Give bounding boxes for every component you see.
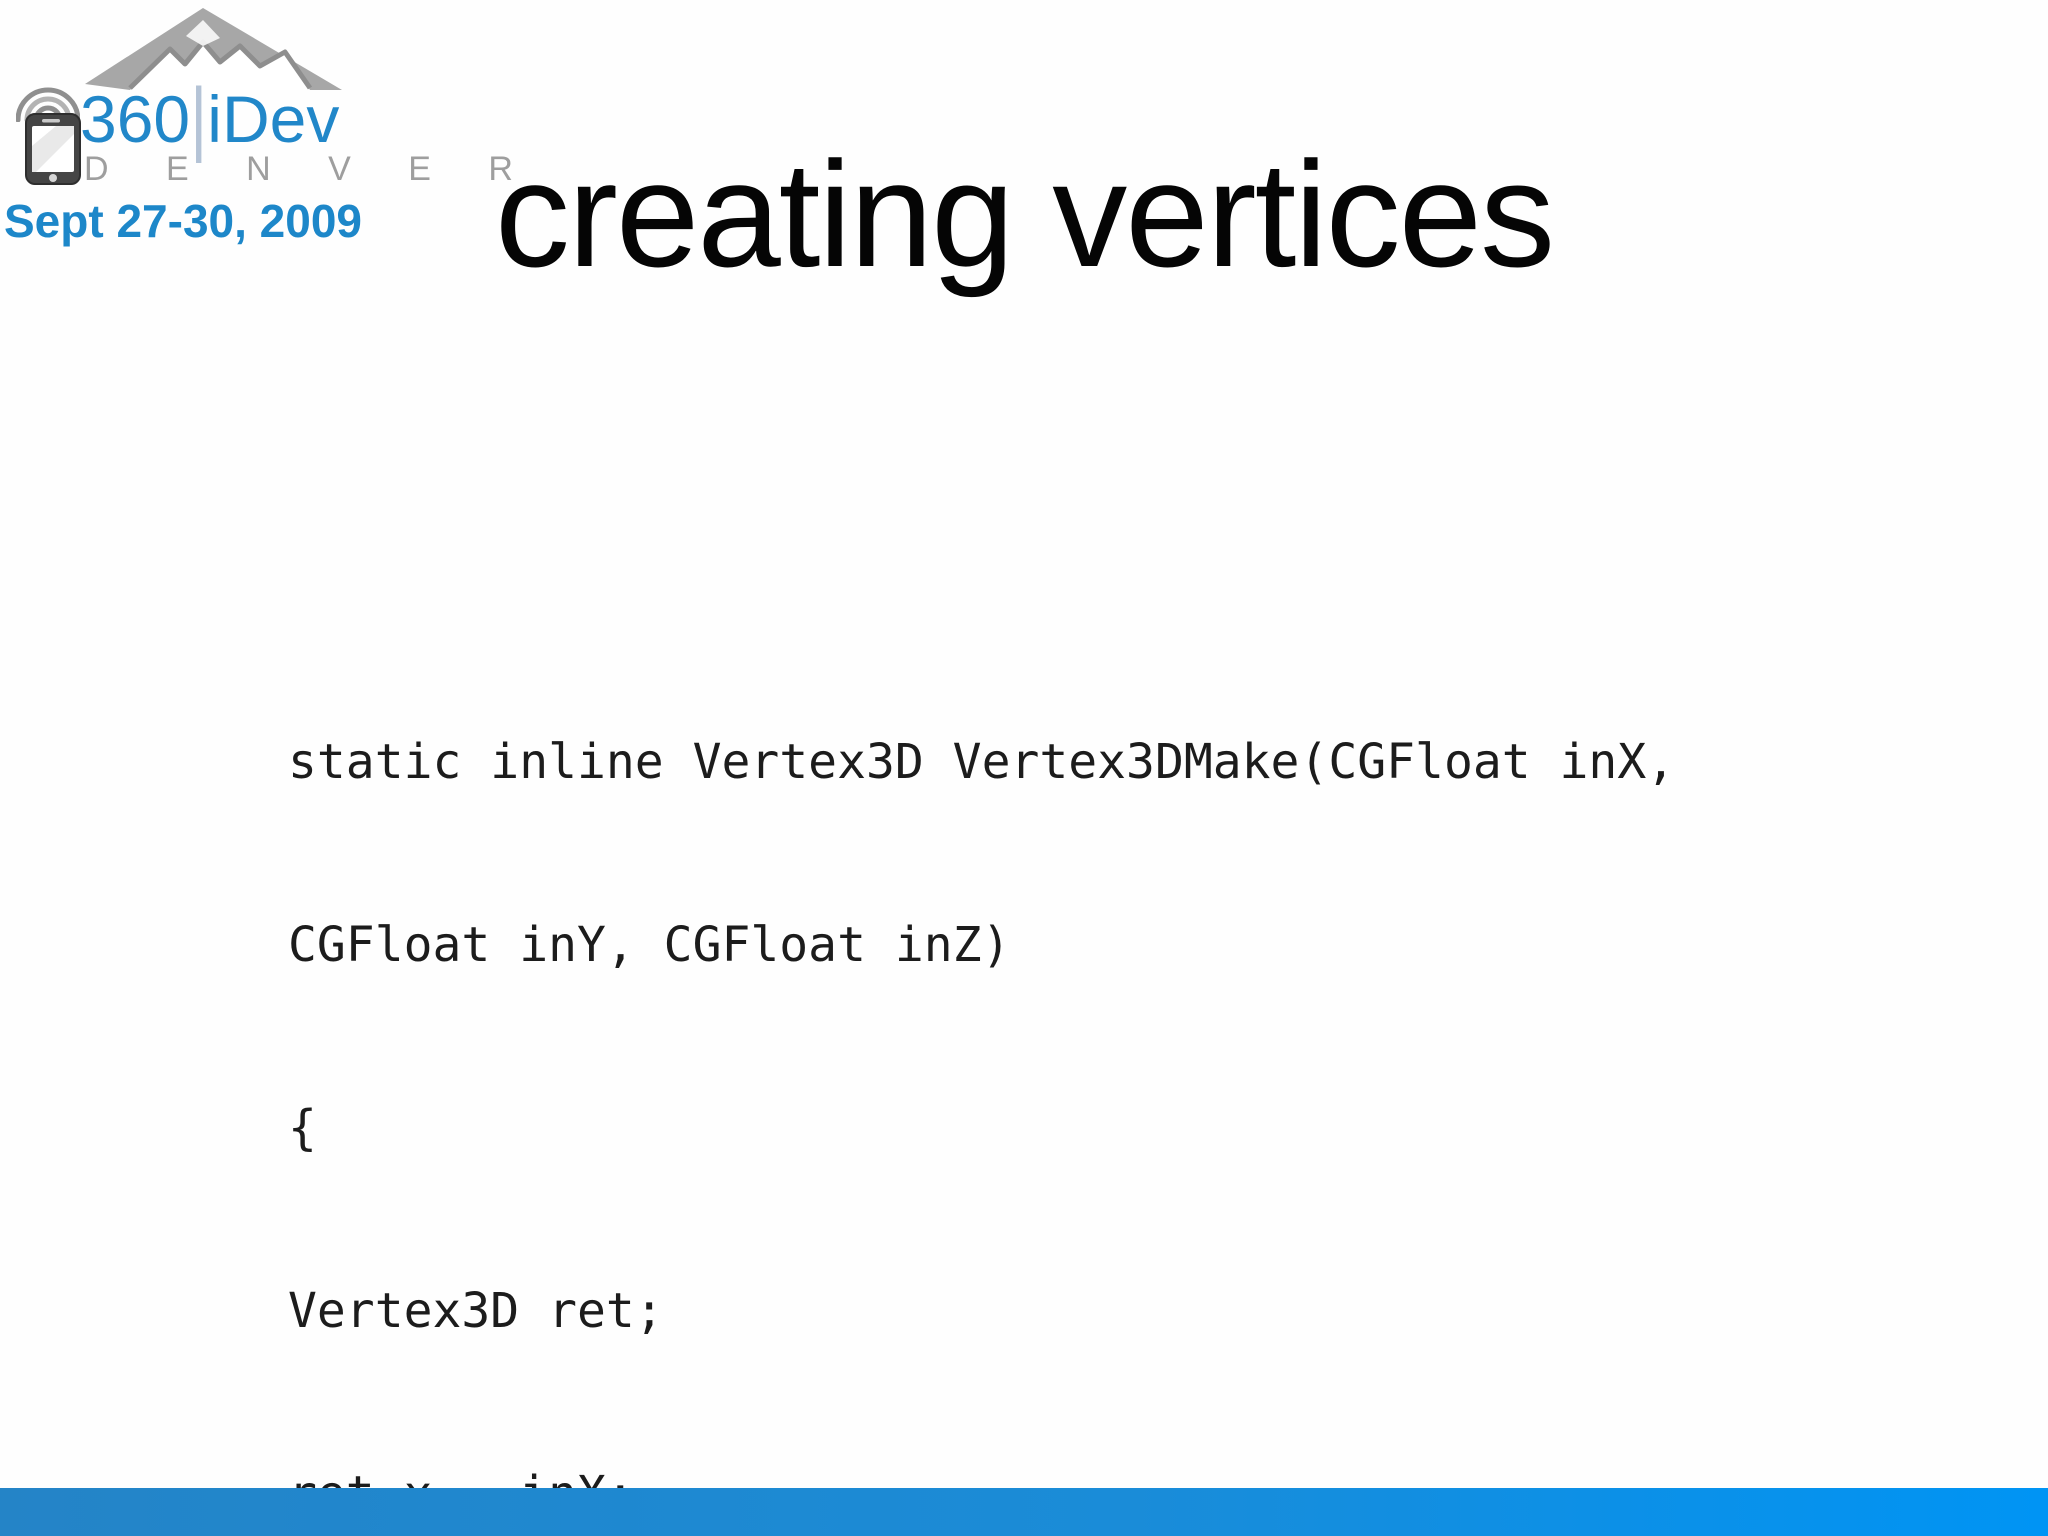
logo-dates-label: Sept 27-30, 2009 xyxy=(4,195,363,247)
mountain-icon xyxy=(85,8,342,90)
slide-title: creating vertices xyxy=(494,130,1555,298)
logo-brand-idev: iDev xyxy=(207,82,340,156)
logo-brand-text: 360|iDev xyxy=(80,75,339,158)
logo-city-label: D E N V E R xyxy=(84,150,537,188)
code-line: Vertex3D ret; xyxy=(288,1283,664,1339)
code-block: static inline Vertex3D Vertex3DMake(CGFl… xyxy=(288,610,1675,1536)
logo-divider: | xyxy=(190,70,208,163)
footer-accent-bar xyxy=(0,1488,2048,1536)
smartphone-icon xyxy=(25,113,81,185)
code-line: { xyxy=(288,1100,317,1156)
code-line: static inline Vertex3D Vertex3DMake(CGFl… xyxy=(288,734,1676,790)
code-line: CGFloat inY, CGFloat inZ) xyxy=(288,917,1011,973)
logo-brand-360: 360 xyxy=(80,82,191,156)
conference-logo: 360|iDev D E N V E R Sept 27-30, 2009 xyxy=(0,0,513,260)
